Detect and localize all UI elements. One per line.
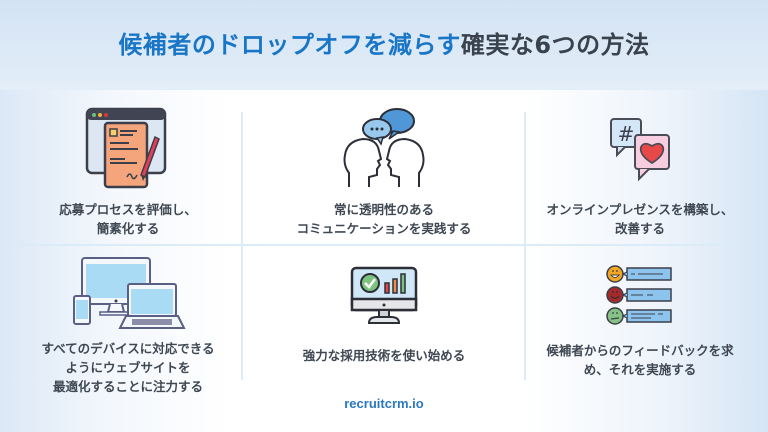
tip-card-online-presence: # オンラインプレゼンスを構築し、 改善する <box>512 106 768 238</box>
divider-vertical-1 <box>241 112 243 380</box>
tip-card-candidate-feedback: 候補者からのフィードバックを求 め、それを実施する <box>512 260 768 379</box>
tips-grid: 応募プロセスを評価し、 簡素化する 常に透明性のある コミュニケーションを実践す… <box>0 90 768 394</box>
title-rest: 確実な6つの方法 <box>460 30 650 59</box>
title-highlight: 候補者のドロップオフを減らす <box>118 30 461 59</box>
tip-card-evaluate-process: 応募プロセスを評価し、 簡素化する <box>0 106 256 238</box>
tip-label: 強力な採用技術を使い始める <box>302 348 466 363</box>
feedback-faces-icon <box>605 260 675 332</box>
tip-label: 応募プロセスを評価し、 簡素化する <box>59 202 197 236</box>
social-media-icon: # <box>605 106 675 192</box>
page-title: 候補者のドロップオフを減らす確実な6つの方法 <box>118 25 649 60</box>
tip-label: 常に透明性のある コミュニケーションを実践する <box>296 202 472 236</box>
conversation-heads-icon <box>341 106 427 192</box>
tip-card-recruiting-technology: 強力な採用技術を使い始める <box>256 260 512 365</box>
brand-footer: recruitcrm.io <box>344 396 424 411</box>
tip-card-responsive-website: すべてのデバイスに対応できる ようにウェブサイトを 最適化することに注力する <box>0 252 256 396</box>
tip-label: すべてのデバイスに対応できる ようにウェブサイトを 最適化することに注力する <box>41 341 215 394</box>
divider-horizontal <box>18 244 738 246</box>
tip-card-transparent-communication: 常に透明性のある コミュニケーションを実践する <box>256 106 512 238</box>
svg-text:#: # <box>618 122 635 146</box>
analytics-monitor-icon <box>349 260 419 332</box>
responsive-devices-icon <box>70 252 186 332</box>
tip-label: オンラインプレゼンスを構築し、 改善する <box>546 202 734 236</box>
application-form-icon <box>85 106 171 192</box>
header-banner: 候補者のドロップオフを減らす確実な6つの方法 <box>0 0 768 90</box>
tip-label: 候補者からのフィードバックを求 め、それを実施する <box>546 343 734 377</box>
divider-vertical-2 <box>524 112 526 380</box>
